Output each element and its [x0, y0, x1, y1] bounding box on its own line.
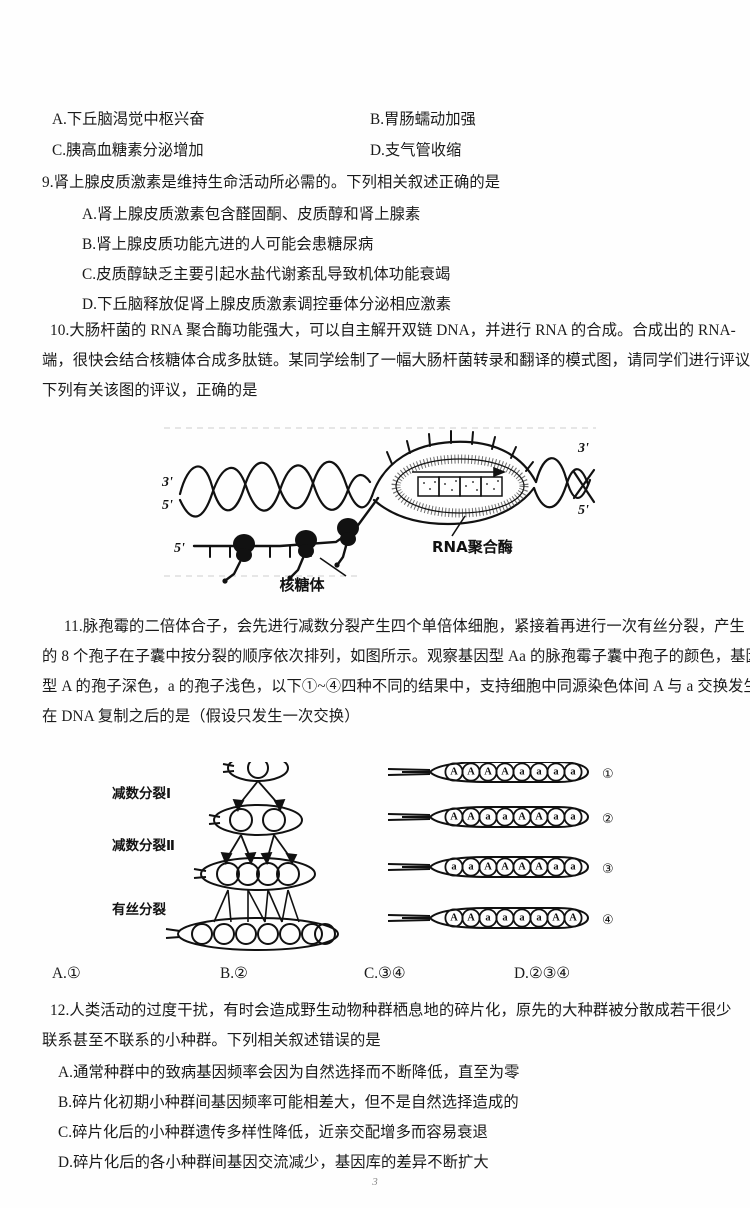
ascus-2-spore-7: a — [553, 812, 559, 823]
question-12-option-c[interactable]: C.碎片化后的小种群遗传多样性降低，近亲交配增多而容易衰退 — [58, 1124, 488, 1141]
ascus-1-number: ① — [602, 767, 614, 782]
meiosis-ascus-figure: 减数分裂Ⅰ 减数分裂Ⅱ 有丝分裂 — [110, 762, 630, 958]
ascus-1-spore-2: A — [467, 767, 475, 778]
question-10-line-2: 端，很快会结合核糖体合成多肽链。某同学绘制了一幅大肠杆菌转录和翻译的模式图，请同… — [42, 352, 750, 369]
ascus-1-spore-3: A — [484, 767, 492, 778]
question-12-options: A.通常种群中的致病基因频率会因为自然选择而不断降低，直至为零 B.碎片化初期小… — [58, 1058, 738, 1178]
page-number: 3 — [372, 1176, 378, 1188]
ascus-2-spore-2: A — [467, 812, 475, 823]
ascus-row-4: A A a a a a A A ④ — [387, 907, 614, 929]
question-11-line-4: 在 DNA 复制之后的是（假设只发生一次交换） — [42, 708, 360, 725]
stage-label-meiosis-1: 减数分裂Ⅰ — [112, 785, 171, 802]
dna-left-top-label: 3' — [161, 475, 173, 490]
question-11-block: 11.脉孢霉的二倍体合子，会先进行减数分裂产生四个单倍体细胞，紧接着再进行一次有… — [42, 612, 750, 732]
question-12-option-a[interactable]: A.通常种群中的致病基因频率会因为自然选择而不断降低，直至为零 — [58, 1064, 520, 1081]
ascus-1-spore-8: a — [570, 767, 576, 778]
ascus-4-spore-7: A — [552, 913, 560, 924]
ascus-3-spore-2: a — [468, 862, 474, 873]
ascus-4-spore-8: A — [569, 913, 577, 924]
q8-option-a[interactable]: A.下丘脑渴觉中枢兴奋 — [52, 111, 205, 128]
question-11-answer-a[interactable]: A.① — [52, 965, 81, 982]
ascus-row-2: A A a a A A a a ② — [387, 806, 614, 828]
question-9-stem: 9.肾上腺皮质激素是维持生命活动所必需的。下列相关叙述正确的是 — [42, 174, 501, 191]
ascus-1-spore-6: a — [536, 767, 542, 778]
question-12-block: 12.人类活动的过度干扰，有时会造成野生动物种群栖息地的碎片化，原先的大种群被分… — [42, 996, 732, 1056]
ascus-3-spore-5: A — [518, 862, 526, 873]
q8-option-d[interactable]: D.支气管收缩 — [370, 142, 462, 159]
question-9-option-d[interactable]: D.下丘脑释放促肾上腺皮质激素调控垂体分泌相应激素 — [82, 296, 452, 313]
ascus-4-spore-4: a — [502, 913, 508, 924]
question-9-option-a[interactable]: A.肾上腺皮质激素包含醛固酮、皮质醇和肾上腺素 — [82, 206, 421, 223]
q8-option-c[interactable]: C.胰高血糖素分泌增加 — [52, 142, 204, 159]
question-11-line-1: 11.脉孢霉的二倍体合子，会先进行减数分裂产生四个单倍体细胞，紧接着再进行一次有… — [64, 618, 745, 635]
question-9-option-b[interactable]: B.肾上腺皮质功能亢进的人可能会患糖尿病 — [82, 236, 374, 253]
ascus-3-spore-1: a — [451, 862, 457, 873]
question-12-line-1: 12.人类活动的过度干扰，有时会造成野生动物种群栖息地的碎片化，原先的大种群被分… — [50, 1002, 732, 1019]
question-10-block: 10.大肠杆菌的 RNA 聚合酶功能强大，可以自主解开双链 DNA，并进行 RN… — [42, 316, 750, 406]
stage-label-meiosis-2: 减数分裂Ⅱ — [112, 837, 175, 854]
ascus-2-spore-3: a — [485, 812, 491, 823]
question-10-line-1: 10.大肠杆菌的 RNA 聚合酶功能强大，可以自主解开双链 DNA，并进行 RN… — [50, 322, 736, 339]
dna-right-top-label: 3' — [577, 441, 589, 456]
dna-right-bottom-label: 5' — [578, 503, 589, 518]
ascus-3-spore-6: A — [535, 862, 543, 873]
ribosome-label: 核糖体 — [279, 576, 325, 592]
ascus-4-number: ④ — [602, 913, 614, 928]
dna-left-bottom-label: 5' — [162, 498, 173, 513]
ascus-3-spore-7: a — [553, 862, 559, 873]
ascus-row-1: A A A A a a a a ① — [387, 762, 614, 783]
rna-polymerase-label: RNA聚合酶 — [432, 538, 513, 556]
ascus-2-spore-8: a — [570, 812, 576, 823]
ascus-3-spore-3: A — [484, 862, 492, 873]
ascus-1-spore-7: a — [553, 767, 559, 778]
ascus-3-number: ③ — [602, 862, 614, 877]
ascus-2-spore-6: A — [535, 812, 543, 823]
ascus-2-spore-5: A — [518, 812, 526, 823]
ascus-2-spore-4: a — [502, 812, 508, 823]
ascus-4-spore-3: a — [485, 913, 491, 924]
question-11-answer-d[interactable]: D.②③④ — [514, 965, 571, 982]
q8-options-row-1: A.下丘脑渴觉中枢兴奋 B.胃肠蠕动加强 — [52, 104, 712, 135]
ascus-3-spore-8: a — [570, 862, 576, 873]
ascus-row-3: a a A A A A a a ③ — [387, 856, 614, 878]
question-12-option-d[interactable]: D.碎片化后的各小种群间基因交流减少，基因库的差异不断扩大 — [58, 1154, 489, 1171]
question-12-line-2: 联系甚至不联系的小种群。下列相关叙述错误的是 — [42, 1032, 381, 1049]
ascus-4-spore-5: a — [519, 913, 525, 924]
transcription-translation-figure: 3' 5' 3' 5' 5' RNA聚合酶 核糖体 — [160, 424, 600, 592]
ascus-1-spore-1: A — [450, 767, 458, 778]
question-9-block: A.下丘脑渴觉中枢兴奋 B.胃肠蠕动加强 C.胰高血糖素分泌增加 D.支气管收缩… — [42, 104, 712, 320]
ascus-3-spore-4: A — [501, 862, 509, 873]
question-11-answers-row: A.① B.② C.③④ D.②③④ — [52, 958, 732, 989]
mrna-left-label: 5' — [174, 541, 185, 556]
q8-options-row-2: C.胰高血糖素分泌增加 D.支气管收缩 — [52, 135, 712, 166]
question-12-option-b[interactable]: B.碎片化初期小种群间基因频率可能相差大，但不是自然选择造成的 — [58, 1094, 519, 1111]
ascus-1-spore-4: A — [501, 767, 509, 778]
question-11-line-3: 型 A 的孢子深色，a 的孢子浅色，以下①~④四种不同的结果中，支持细胞中同源染… — [42, 678, 750, 695]
q8-option-b[interactable]: B.胃肠蠕动加强 — [370, 111, 476, 128]
stage-label-mitosis: 有丝分裂 — [112, 901, 166, 918]
ascus-2-number: ② — [602, 812, 614, 827]
question-11-answer-b[interactable]: B.② — [220, 965, 248, 982]
ascus-1-spore-5: a — [519, 767, 525, 778]
question-10-line-3: 下列有关该图的评议，正确的是 — [42, 382, 258, 399]
ascus-4-spore-1: A — [450, 913, 458, 924]
question-9-option-c[interactable]: C.皮质醇缺乏主要引起水盐代谢紊乱导致机体功能衰竭 — [82, 266, 451, 283]
question-11-answer-c[interactable]: C.③④ — [364, 965, 406, 982]
ascus-2-spore-1: A — [450, 812, 458, 823]
ascus-4-spore-2: A — [467, 913, 475, 924]
ascus-4-spore-6: a — [536, 913, 542, 924]
question-11-line-2: 的 8 个孢子在子囊中按分裂的顺序依次排列，如图所示。观察基因型 Aa 的脉孢霉… — [42, 648, 750, 665]
